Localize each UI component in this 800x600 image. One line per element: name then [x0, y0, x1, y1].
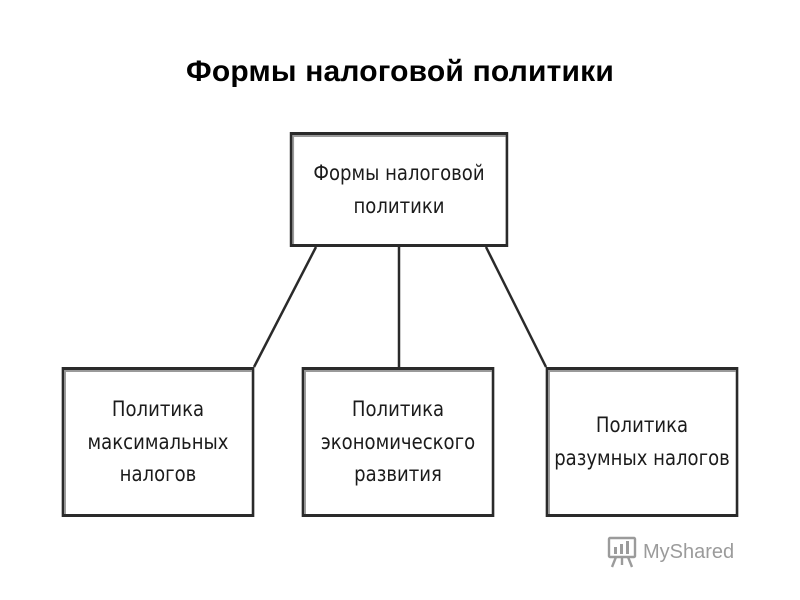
child-node-label-line2: экономического развития [320, 429, 476, 487]
child-node-reasonable-taxes: Политика разумных налогов [545, 367, 739, 517]
child-node-label-line1: Политика [595, 413, 689, 438]
child-node-label-line2: разумных налогов [554, 446, 730, 470]
connector-line-left [252, 246, 318, 368]
connector-line-right [484, 246, 548, 368]
child-node-economic-development: Политика экономического развития [301, 367, 495, 517]
child-node-max-taxes: Политика максимальных налогов [61, 367, 255, 517]
page-title: Формы налоговой политики [186, 55, 614, 88]
watermark-text: MyShared [643, 540, 735, 563]
watermark: MyShared [607, 535, 734, 569]
root-node-label: Формы налоговой политики [313, 160, 485, 218]
child-node-label-line1: Политика [111, 397, 205, 422]
root-node: Формы налоговой политики [289, 132, 509, 247]
child-node-label-line1: Политика [351, 397, 445, 422]
presentation-board-icon [607, 535, 637, 569]
child-node-label-line2: максимальных налогов [87, 429, 229, 487]
